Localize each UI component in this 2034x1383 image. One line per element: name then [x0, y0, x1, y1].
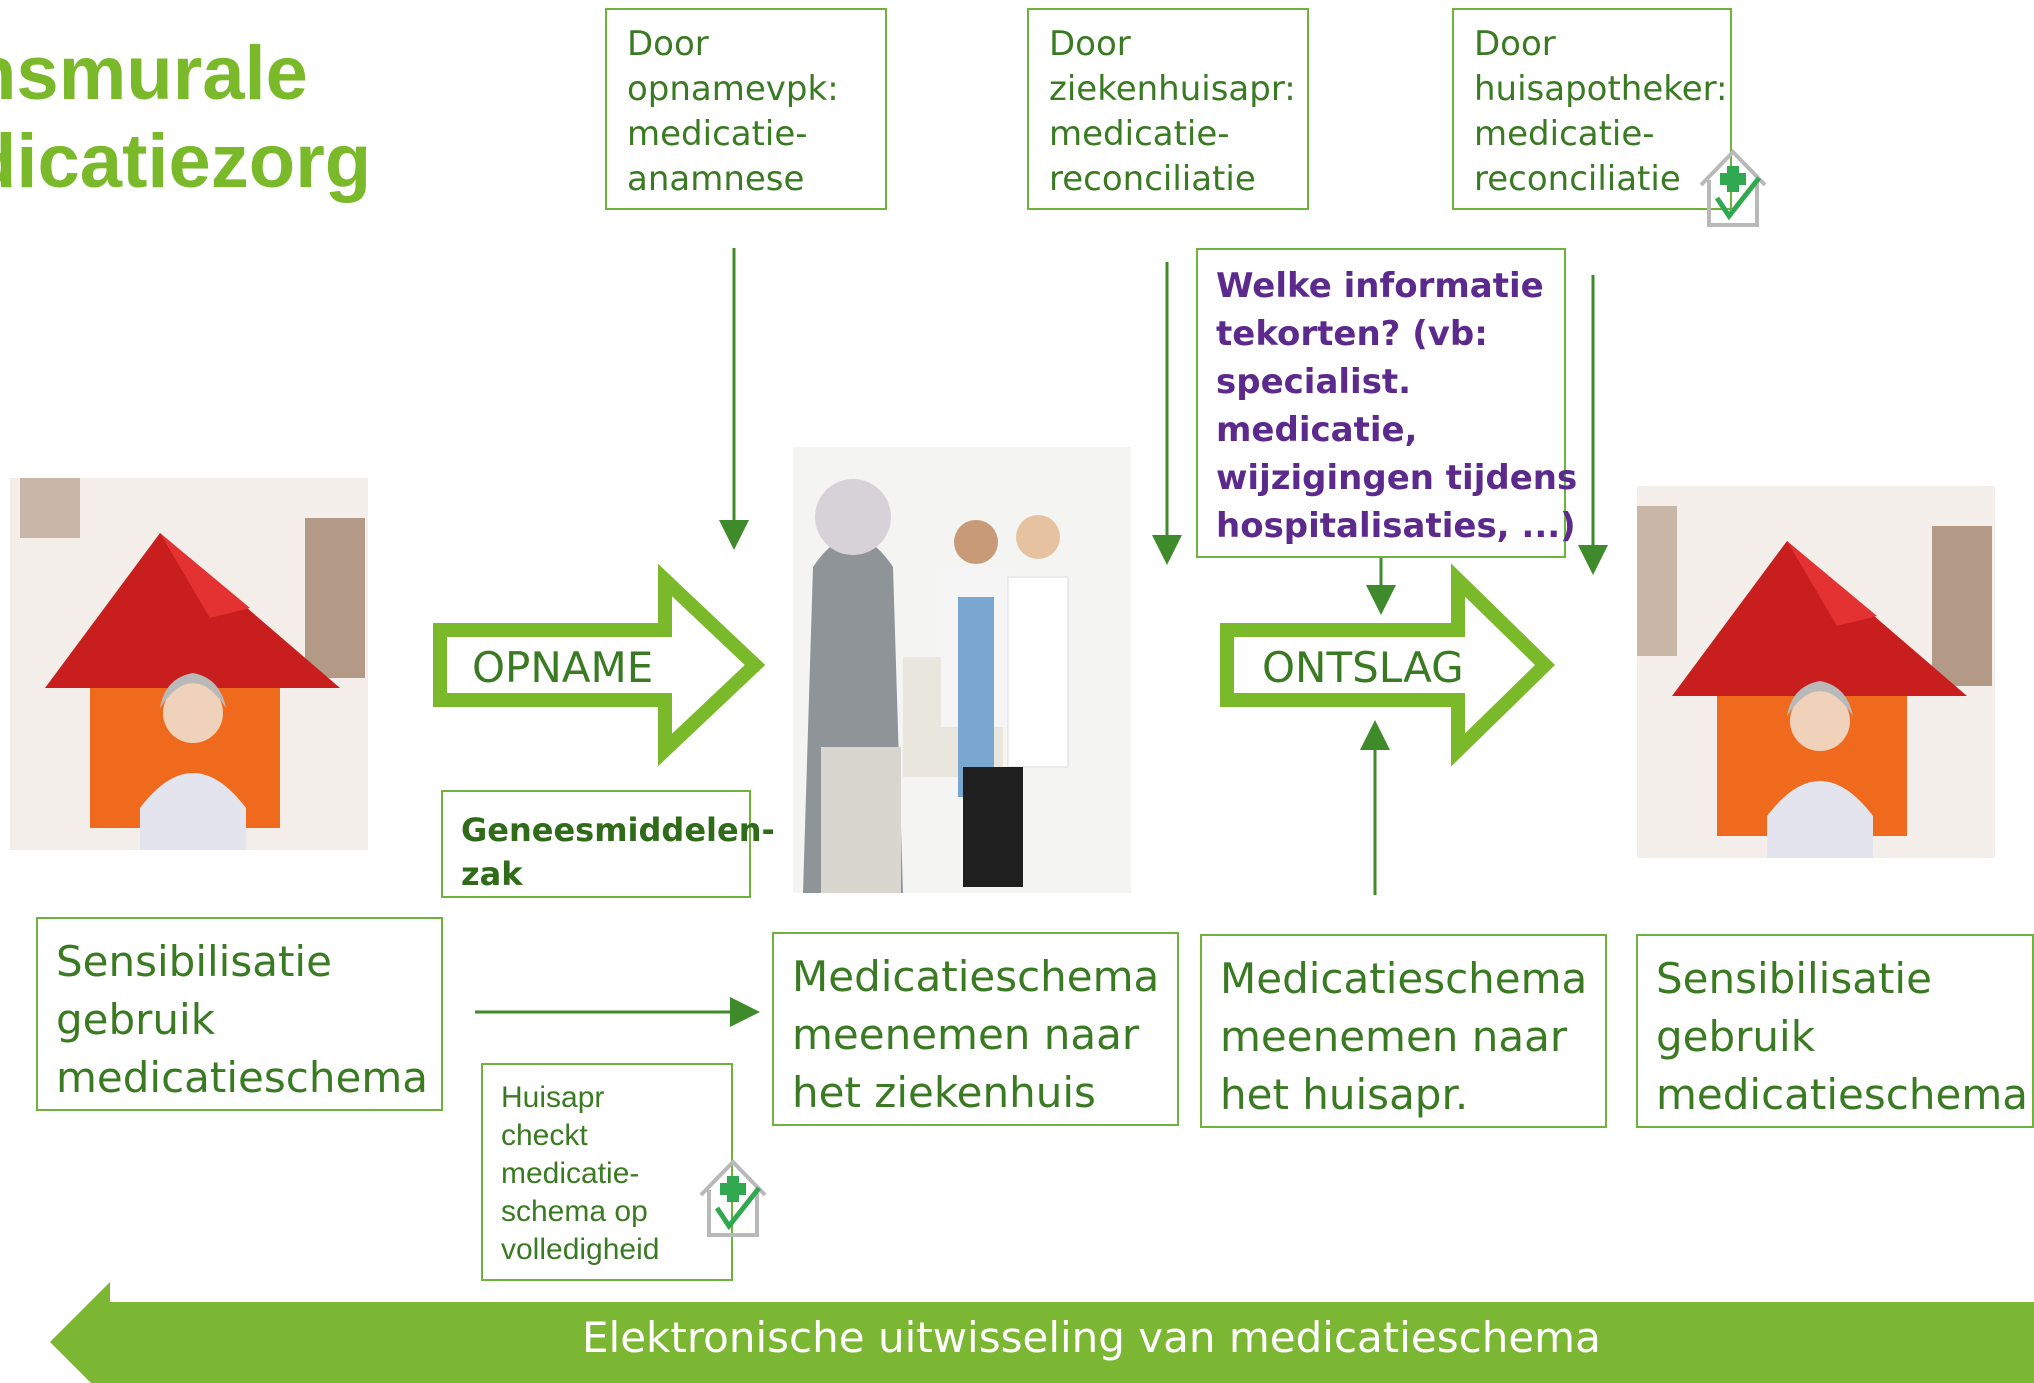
house-photo-right	[1637, 486, 1995, 858]
hospital-illustration	[793, 447, 1131, 893]
ontslag-label: ONTSLAG	[1262, 643, 1464, 692]
box-medicatieschema-huisapr: Medicatieschema meenemen naar het huisap…	[1200, 934, 1607, 1128]
box-ziekenhuisapr: Door ziekenhuisapr: medicatie- reconcili…	[1027, 8, 1309, 210]
page-title: nsmurale dicatiezorg	[0, 31, 372, 204]
opname-label: OPNAME	[472, 643, 654, 692]
house-illustration	[1637, 486, 1995, 858]
box-huisapotheker: Door huisapotheker: medicatie- reconcili…	[1452, 8, 1732, 210]
box-sensibilisatie-left: Sensibilisatie gebruik medicatieschema	[36, 917, 443, 1111]
box-opnamevpk: Door opnamevpk: medicatie- anamnese	[605, 8, 887, 210]
box-sensibilisatie-right: Sensibilisatie gebruik medicatieschema	[1636, 934, 2034, 1128]
exchange-band	[50, 1282, 2034, 1383]
box-geneesmiddelenzak: Geneesmiddelen- zak	[441, 790, 775, 898]
exchange-band-label: Elektronische uitwisseling van medicatie…	[582, 1313, 1601, 1362]
ontslag-arrow	[1220, 563, 1556, 767]
opname-arrow	[433, 563, 766, 767]
box-huisapr-check: Huisapr checkt medicatie- schema op voll…	[481, 1063, 733, 1281]
house-check-icon	[699, 1159, 767, 1237]
question-box: Welke informatie tekorten? (vb: speciali…	[1196, 248, 1577, 558]
box-medicatieschema-ziekenhuis: Medicatieschema meenemen naar het zieken…	[772, 932, 1179, 1126]
hospital-photo	[793, 447, 1131, 893]
house-check-icon	[1699, 149, 1767, 227]
house-photo-left	[10, 478, 368, 850]
house-illustration	[10, 478, 368, 850]
